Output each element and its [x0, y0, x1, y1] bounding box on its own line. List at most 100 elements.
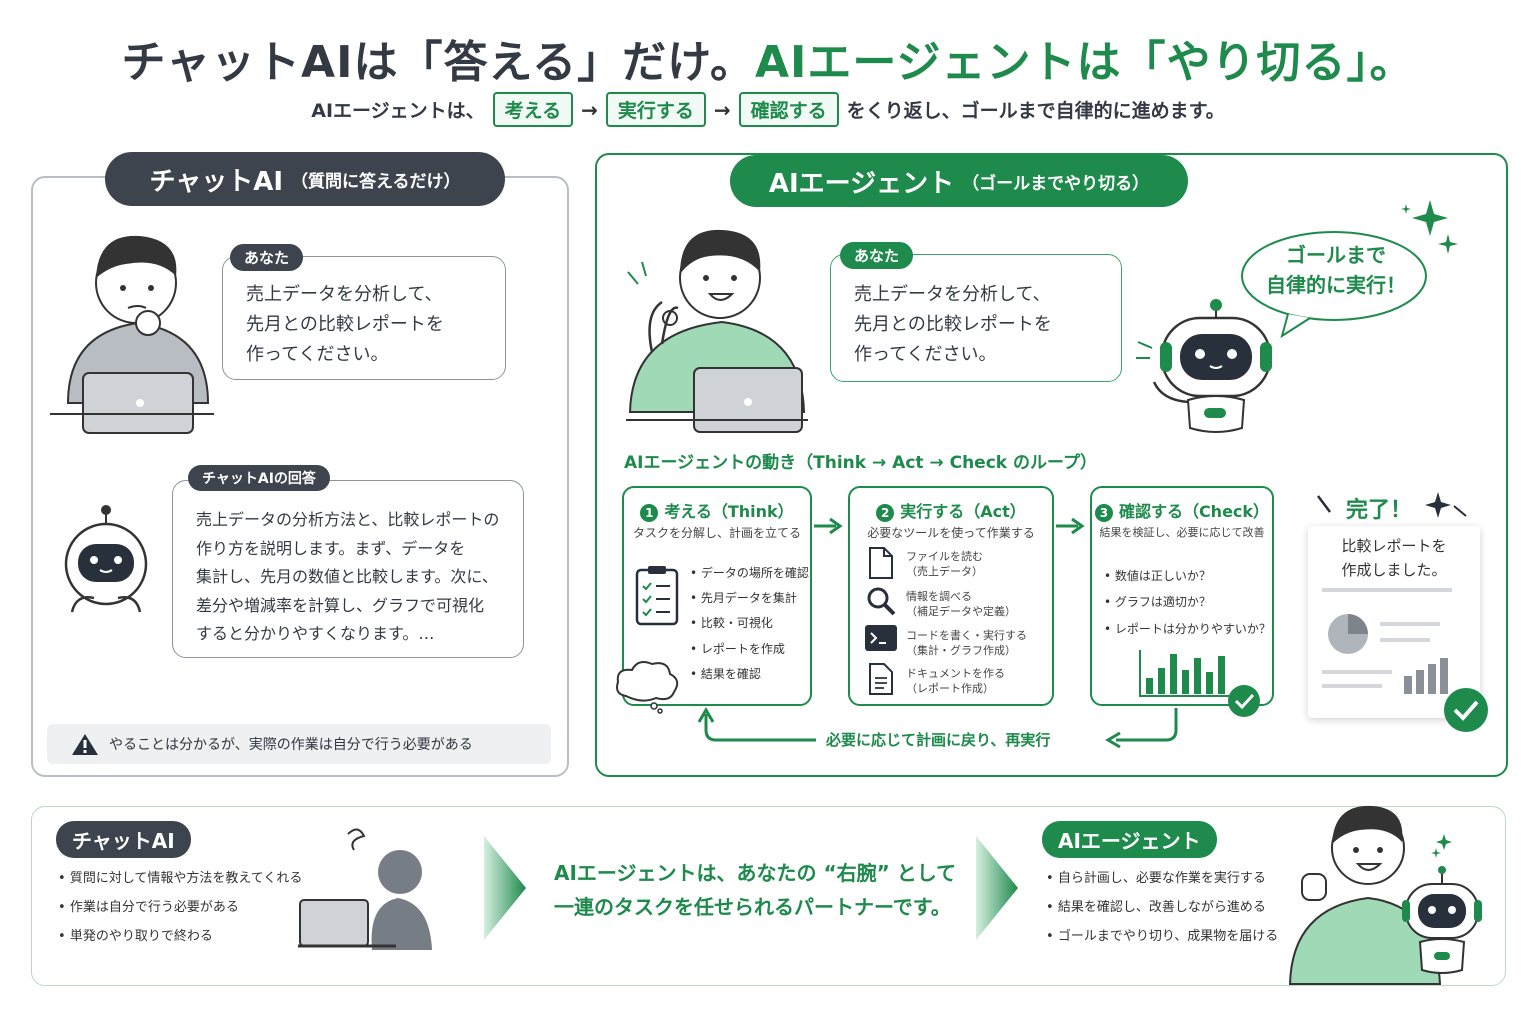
- page-title: チャットAIは「答える」だけ。AIエージェントは「やり切る」。: [0, 26, 1536, 90]
- summary-agent-item: 自ら計画し、必要な作業を実行する: [1046, 864, 1278, 893]
- subtitle-prefix: AIエージェントは、: [311, 100, 485, 122]
- act-item-read: ファイルを読む （売上データ）: [906, 549, 983, 579]
- step-number-badge: 1: [640, 504, 659, 522]
- warning-bar: やることは分かるが、実際の作業は自分で行う必要がある: [47, 724, 551, 764]
- step-check-title: 3 確認する（Check）: [1092, 498, 1272, 522]
- loop-title: AIエージェントの動き（Think → Act → Check のループ）: [624, 453, 1097, 473]
- summary-line: 一連のタスクを任せられるパートナーです。: [554, 895, 951, 919]
- subtitle: AIエージェントは、 考える → 実行する → 確認する をくり返し、ゴールまで…: [0, 92, 1536, 127]
- chat-ai-title: チャットAI: [149, 166, 284, 197]
- ai-agent-title: AIエージェント: [768, 168, 955, 199]
- act-item-search: 情報を調べる （補足データや定義）: [906, 589, 1016, 619]
- step-number-badge: 3: [1094, 504, 1113, 522]
- act-item-note: （補足データや定義）: [906, 605, 1016, 618]
- msg-line: 売上データを分析して、: [246, 284, 443, 305]
- msg-line: 集計し、先月の数値と比較します。次に、: [196, 567, 498, 586]
- summary-center-text: AIエージェントは、あなたの “右腕” として 一連のタスクを任せられるパートナ…: [554, 856, 956, 924]
- act-item-label: 情報を調べる: [906, 590, 972, 603]
- chevron-right-icon: [976, 836, 1018, 940]
- title-part1: チャットAIは「答える」だけ。: [121, 37, 755, 88]
- act-item-note: （集計・グラフ作成）: [906, 644, 1016, 657]
- step-act-subtitle: 必要なツールを使って作業する: [867, 526, 1035, 540]
- speech-line: 自律的に実行！: [1266, 273, 1406, 297]
- msg-line: 差分や増減率を計算し、グラフで可視化: [196, 595, 485, 615]
- step-chip-think: 考える: [492, 92, 574, 127]
- chat-robot-icon: [64, 505, 148, 613]
- summary-chat-list: 質問に対して情報や方法を教えてくれる 作業は自分で行う必要がある 単発のやり取り…: [58, 864, 303, 951]
- msg-line: 作ってください。: [246, 344, 389, 365]
- arrow-icon: →: [581, 97, 598, 122]
- done-text: 比較レポートを 作成しました。: [1308, 534, 1480, 582]
- done-label: 完了！: [1346, 498, 1413, 523]
- think-item: データの場所を確認: [690, 564, 809, 581]
- act-item-note: （売上データ）: [906, 565, 983, 578]
- speech-line: ゴールまで: [1286, 243, 1386, 267]
- step-act-title: 2 実行する（Act）: [850, 498, 1052, 522]
- loop-back-arrow: [697, 707, 1178, 749]
- act-item-label: ドキュメントを作る: [906, 667, 1005, 680]
- agent-robot-icon: [1136, 299, 1272, 433]
- msg-line: 作ってください。: [854, 344, 997, 365]
- summary-chat-tag: チャットAI: [56, 821, 191, 858]
- summary-agent-list: 自ら計画し、必要な作業を実行する 結果を確認し、改善しながら進める ゴールまでや…: [1046, 864, 1278, 951]
- working-person-silhouette: [298, 828, 432, 950]
- robot-speech-bubble: [1241, 231, 1427, 338]
- think-item: 先月データを集計: [690, 589, 797, 606]
- title-part2: AIエージェントは「やり切る」。: [754, 37, 1415, 88]
- sparkle-icon: [1401, 200, 1458, 254]
- think-item: 結果を確認: [690, 665, 761, 682]
- step-number-badge: 2: [876, 504, 895, 522]
- summary-chat-item: 単発のやり取りで終わる: [58, 922, 302, 951]
- think-item: 比較・可視化: [690, 614, 773, 631]
- step-chip-check: 確認する: [738, 92, 839, 127]
- chat-ai-answer-bubble: [172, 480, 524, 658]
- agent-user-tag: あなた: [840, 242, 914, 269]
- bar-chart-icon: [1139, 650, 1260, 717]
- robot-speech-text: ゴールまで 自律的に実行！: [1254, 240, 1418, 300]
- confused-user-illustration: [50, 235, 214, 434]
- ai-agent-title-pill: AIエージェント （ゴールまでやり切る）: [730, 155, 1188, 207]
- warning-icon: [72, 734, 98, 755]
- summary-section: [31, 806, 1506, 986]
- user-and-robot-illustration: [1288, 805, 1482, 985]
- magnifier-icon: [867, 587, 896, 616]
- warning-text: やることは分かるが、実際の作業は自分で行う必要がある: [109, 737, 473, 753]
- arrow-right-icon: [1056, 517, 1085, 535]
- chevron-right-icon: [484, 836, 526, 940]
- act-item-code: コードを書く・実行する （集計・グラフ作成）: [906, 628, 1027, 658]
- arrow-icon: →: [713, 97, 731, 122]
- summary-agent-item: 結果を確認し、改善しながら進める: [1046, 893, 1278, 922]
- summary-line: AIエージェントは、あなたの “右腕” として: [554, 861, 957, 885]
- summary-chat-item: 質問に対して情報や方法を教えてくれる: [58, 864, 303, 893]
- act-item-label: コードを書く・実行する: [906, 629, 1027, 642]
- chat-user-message: 売上データを分析して、 先月との比較レポートを 作ってください。: [246, 280, 444, 370]
- step-act-card: 2 実行する（Act） 必要なツールを使って作業する: [848, 486, 1054, 706]
- check-item: 数値は正しいか？: [1104, 567, 1211, 584]
- act-item-doc: ドキュメントを作る （レポート作成）: [906, 666, 1005, 696]
- chat-user-tag: あなた: [230, 244, 304, 271]
- terminal-icon: [865, 625, 897, 651]
- subtitle-suffix: をくり返し、ゴールまで自律的に進めます。: [846, 100, 1225, 122]
- checklist-icon: [635, 566, 679, 626]
- done-sparkle-icon: [1317, 492, 1467, 518]
- step-title-text: 実行する（Act）: [900, 502, 1026, 521]
- msg-line: 作り方を説明します。まず、データを: [196, 538, 466, 558]
- step-title-text: 確認する（Check）: [1118, 502, 1270, 521]
- done-line: 比較レポートを: [1341, 537, 1447, 555]
- report-graphic-icon: [1322, 588, 1488, 732]
- msg-line: 売上データの分析方法と、比較レポートの: [196, 510, 500, 529]
- msg-line: 売上データを分析して、: [854, 284, 1051, 305]
- chat-ai-answer-text: 売上データの分析方法と、比較レポートの 作り方を説明します。まず、データを 集計…: [196, 506, 499, 649]
- summary-agent-item: ゴールまでやり切り、成果物を届ける: [1046, 922, 1278, 951]
- ai-agent-panel: [595, 153, 1508, 777]
- check-item: レポートは分かりやすいか？: [1104, 620, 1271, 637]
- chat-ai-answer-tag: チャットAIの回答: [188, 465, 330, 491]
- msg-line: すると分かりやすくなります。…: [196, 624, 435, 643]
- think-item: レポートを作成: [690, 640, 785, 657]
- step-think-subtitle: タスクを分解し、計画を立てる: [632, 526, 801, 540]
- act-item-note: （レポート作成）: [906, 682, 994, 695]
- ai-agent-title-note: （ゴールまでやり切る）: [962, 173, 1150, 194]
- msg-line: 先月との比較レポートを: [854, 314, 1052, 335]
- act-item-label: ファイルを読む: [906, 550, 983, 563]
- chat-user-bubble: [222, 256, 506, 380]
